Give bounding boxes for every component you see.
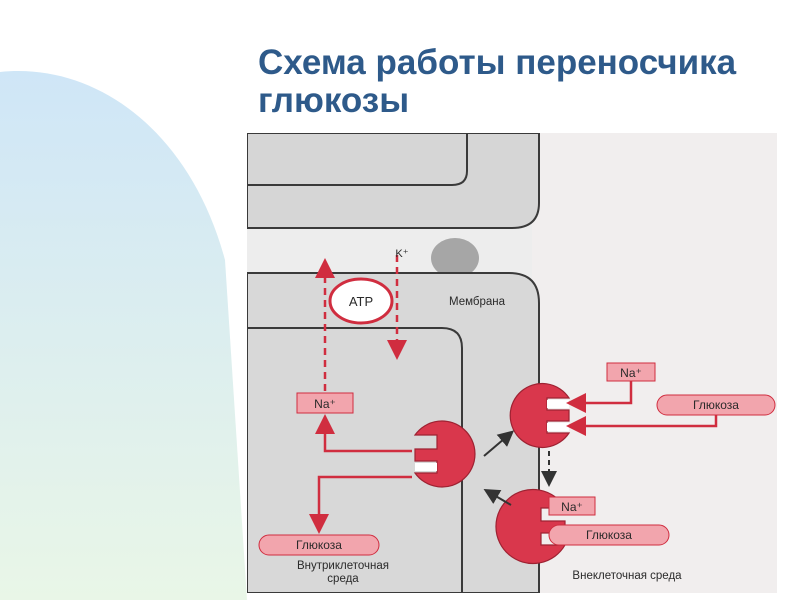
transporter-binding-slot [415, 463, 437, 471]
na-inside-label: Na⁺ [314, 397, 336, 411]
na-bottom-right-badge [548, 496, 596, 516]
glucose-outside-bottom-badge [548, 524, 670, 546]
glucose-binding-arrow [566, 415, 718, 436]
na-release-arrow [315, 414, 412, 453]
potassium-channel [431, 238, 479, 278]
transition-arrow-up [483, 430, 515, 457]
transporter-inward-facing [413, 420, 476, 488]
transition-arrow-left [483, 488, 512, 506]
glucose-transporter-diagram: ATP K⁺ Мембрана Na⁺ Na⁺ Глюкоза Na⁺ Глюк… [247, 133, 777, 593]
transporter-top-slot-2 [547, 423, 569, 431]
glucose-inside-label: Глюкоза [296, 538, 342, 552]
glucose-outside-bottom-label: Глюкоза [586, 528, 632, 542]
na-inside-badge [296, 392, 354, 414]
glucose-release-arrow [309, 475, 412, 534]
na-bottom-right-label: Na⁺ [561, 500, 583, 514]
atp-pump [328, 277, 394, 325]
na-binding-arrow [566, 381, 633, 413]
extracellular-label: Внеклеточная среда [572, 570, 682, 582]
intracellular-label-line2: среда [327, 573, 359, 585]
upper-cell-inner-boundary [247, 133, 468, 186]
transporter-outward-facing-top [509, 382, 571, 449]
upper-cell [247, 133, 540, 229]
membrane-label: Мембрана [449, 296, 506, 308]
transporter-top-slot-1 [547, 400, 569, 408]
intracellular-label-line1: Внутриклеточная [297, 560, 389, 572]
lower-cell-inner-boundary [247, 327, 463, 593]
glucose-inside-badge [258, 534, 380, 556]
na-top-right-label: Na⁺ [620, 366, 642, 380]
slide-title: Схема работы переносчика глюкозы [258, 43, 737, 120]
atp-label: ATP [349, 294, 373, 309]
glucose-outside-top-label: Глюкоза [693, 398, 739, 412]
potassium-label: K⁺ [395, 248, 408, 260]
